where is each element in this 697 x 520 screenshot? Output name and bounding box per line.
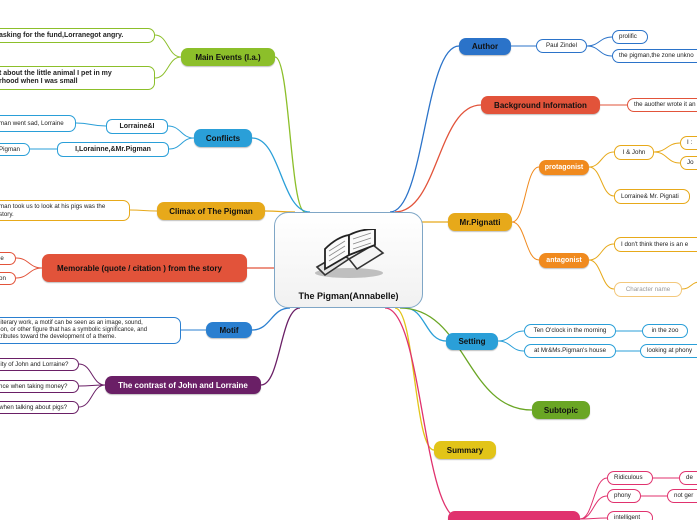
connector-line (497, 330, 525, 342)
connector-line (586, 36, 613, 47)
central-topic-title: The Pigman(Annabelle) (298, 291, 399, 301)
connector-line (384, 307, 461, 520)
connector-line (251, 307, 291, 331)
connector-line (579, 477, 608, 520)
connector-line (168, 137, 195, 150)
antagonist-item[interactable]: I don't think there is an e (614, 237, 697, 252)
connector-line (511, 221, 540, 261)
protagonist-subitem[interactable]: I : (680, 136, 697, 150)
conflict-sub-lorraine-and-i[interactable]: Lorraine&I (106, 119, 168, 134)
connector-line (389, 45, 460, 213)
contrast-item[interactable]: lity of John and Lorraine? (0, 358, 79, 371)
connector-line (78, 384, 106, 408)
subtopic-branch[interactable]: Subtopic (532, 401, 590, 419)
mr-pignati-branch[interactable]: Mr.Pignatti (448, 213, 512, 231)
connector-line (167, 125, 195, 139)
connector-line (399, 307, 533, 411)
connector-line (511, 166, 540, 223)
connector-line (588, 259, 615, 290)
conflicts-branch[interactable]: Conflicts (194, 129, 252, 147)
summary-branch[interactable]: Summary (434, 441, 496, 459)
connector-line (75, 122, 107, 127)
background-branch[interactable]: Background Information (481, 96, 600, 114)
connector-line (129, 209, 158, 212)
author-detail[interactable]: prolific (612, 30, 648, 44)
connector-line (579, 517, 608, 520)
setting-branch[interactable]: Setting (446, 333, 498, 350)
contrast-branch[interactable]: The contrast of John and Lorraine (105, 376, 261, 394)
connector-line (394, 104, 482, 213)
protagonist-item[interactable]: Lorraine& Mr. Pignati (614, 189, 690, 204)
conflict-item[interactable]: Pigman (0, 143, 30, 156)
connector-line (653, 151, 681, 164)
connector-line (497, 340, 525, 352)
conflict-item[interactable]: man went sad, Lorraine (0, 115, 76, 132)
connector-line (579, 495, 608, 520)
connector-line (586, 45, 613, 57)
main-events-item[interactable]: asking for the fund,Lorranegot angry. (0, 28, 155, 43)
main-events-item[interactable]: t about the little animal I pet in my rh… (0, 66, 155, 90)
memorable-item[interactable]: on (0, 272, 16, 285)
motif-item[interactable]: literary work, a motif can be seen as an… (0, 317, 181, 344)
setting-item[interactable]: at Mr&Ms.Pigman's house (524, 344, 616, 358)
setting-subitem[interactable]: in the zoo (642, 324, 688, 338)
contrast-item[interactable]: nce when taking money? (0, 380, 79, 393)
antagonist-label[interactable]: antagonist (539, 253, 589, 268)
pink-item[interactable]: intelligent (607, 511, 653, 520)
book-icon (315, 229, 385, 278)
connector-line (681, 281, 697, 290)
contrast-item[interactable]: when talking about pigs? (0, 401, 79, 414)
motif-branch[interactable]: Motif (206, 322, 252, 338)
author-branch[interactable]: Author (459, 38, 511, 55)
setting-item[interactable]: Ten O'clock in the morning (524, 324, 616, 338)
connector-line (154, 34, 182, 58)
connector-line (260, 307, 301, 386)
connector-line (251, 137, 311, 213)
connector-line (588, 243, 615, 261)
protagonist-item[interactable]: I & John (614, 145, 654, 160)
author-name[interactable]: Paul Zindel (536, 39, 587, 53)
memorable-branch[interactable]: Memorable (quote / citation ) from the s… (42, 254, 247, 282)
background-item[interactable]: the auother wrote it an (627, 98, 697, 112)
antagonist-item[interactable]: Character name (614, 282, 682, 297)
connector-line (15, 267, 43, 279)
connector-line (588, 166, 615, 197)
connector-line (264, 210, 296, 213)
connector-line (588, 151, 615, 168)
pink-subitem[interactable]: de (679, 471, 697, 485)
memorable-item[interactable]: le (0, 252, 16, 265)
connector-line (15, 257, 43, 269)
author-detail[interactable]: the pigman,the zone unkno (612, 49, 697, 63)
conflict-sub-three-characters[interactable]: I,Lorainne,&Mr.Pigman (57, 142, 169, 157)
pink-branch[interactable] (448, 511, 580, 520)
main-events-branch[interactable]: Main Events (I.a.) (181, 48, 275, 66)
climax-branch[interactable]: Climax of The Pigman (157, 202, 265, 220)
pink-item[interactable]: Ridiculous (607, 471, 653, 485)
climax-item[interactable]: man took us to look at his pigs was the … (0, 200, 130, 221)
pink-item[interactable]: phony (607, 489, 641, 503)
connector-line (274, 56, 306, 213)
protagonist-label[interactable]: protagonist (539, 160, 589, 175)
setting-subitem[interactable]: looking at phony (640, 344, 697, 358)
connector-line (653, 142, 681, 153)
central-topic[interactable]: The Pigman(Annabelle) (274, 212, 423, 308)
connector-line (78, 363, 106, 386)
connector-line (154, 56, 182, 79)
pink-subitem[interactable]: not ger (667, 489, 697, 503)
protagonist-subitem[interactable]: Jo (680, 156, 697, 170)
